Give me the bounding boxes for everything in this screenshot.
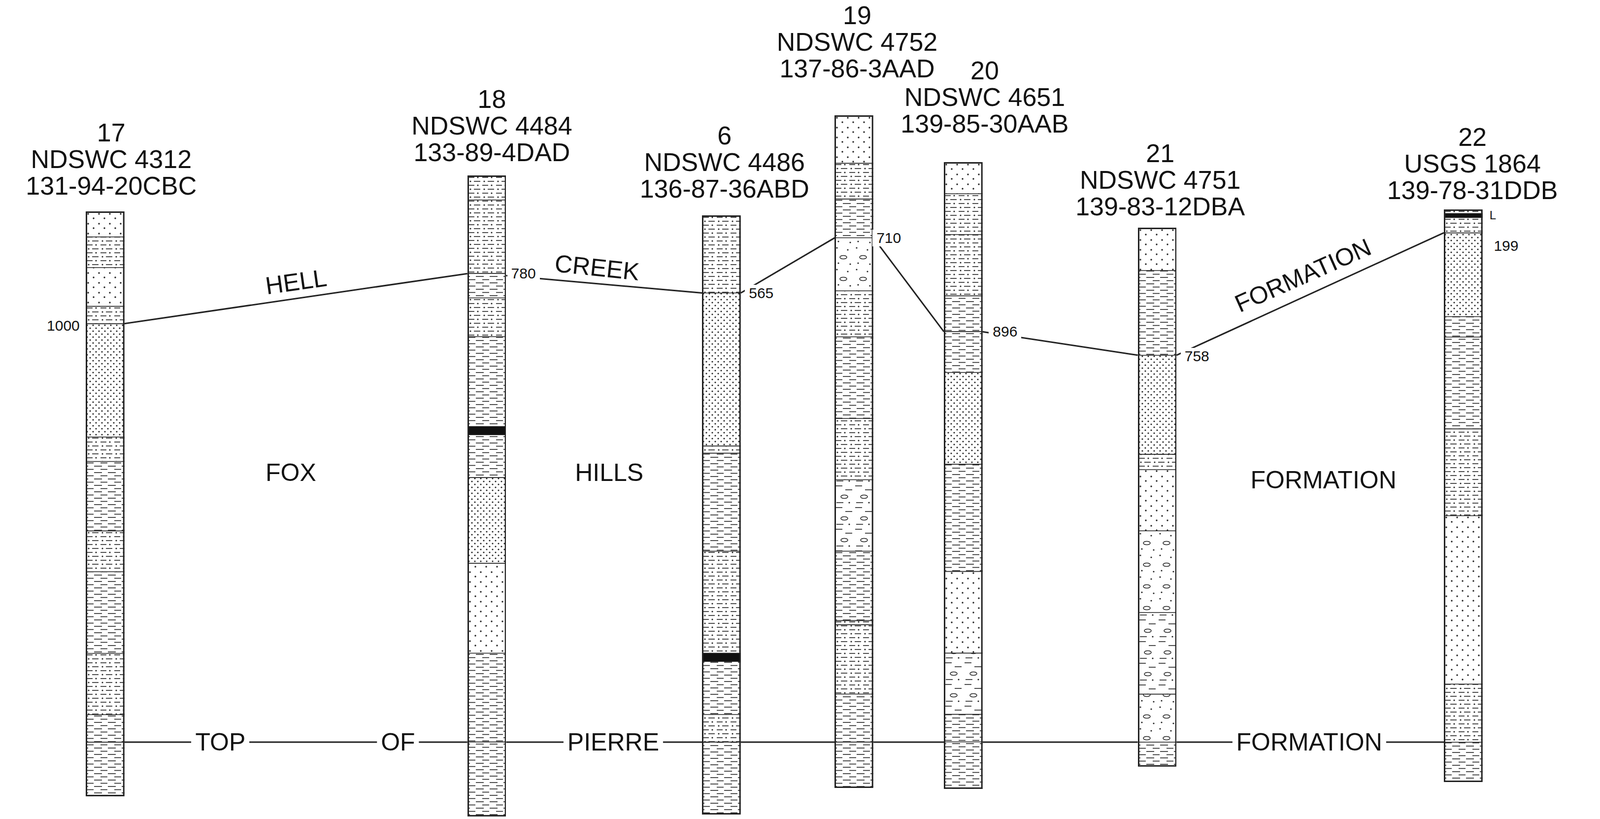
- lithology-log: [1443, 209, 1483, 782]
- depth-label: 199: [1489, 237, 1523, 255]
- well-number: 20: [900, 57, 1069, 84]
- well-id: NDSWC 4752: [776, 28, 938, 56]
- well-id: USGS 1864: [1387, 150, 1559, 177]
- well-log: 6NDSWC 4486136-87-36ABD: [639, 122, 810, 815]
- well-id: NDSWC 4312: [25, 145, 197, 173]
- formation-name: OF: [376, 728, 419, 756]
- well-id: NDSWC 4651: [900, 83, 1069, 111]
- depth-label: 758: [1180, 347, 1214, 365]
- well-number: 22: [1387, 123, 1559, 151]
- lithology-column: [943, 162, 983, 789]
- lithology-log: [834, 115, 874, 788]
- well-number: 6: [639, 122, 810, 149]
- well-id: NDSWC 4484: [411, 112, 573, 139]
- well-log: 17NDSWC 4312131-94-20CBC: [25, 119, 197, 797]
- well-id: NDSWC 4751: [1075, 166, 1245, 194]
- formation-name: FORMATION: [1231, 234, 1375, 317]
- well-header: 18NDSWC 4484133-89-4DAD: [411, 85, 573, 166]
- depth-label: 710: [872, 229, 905, 247]
- formation-name: TOP: [191, 728, 250, 756]
- depth-label: 780: [507, 265, 540, 282]
- well-location: 137-86-3AAD: [776, 55, 938, 82]
- lithology-column: [85, 211, 125, 797]
- formation-name: FORMATION: [1232, 728, 1387, 756]
- well-number: 21: [1075, 139, 1245, 167]
- well-header: 22USGS 1864139-78-31DDB: [1387, 123, 1559, 204]
- well-header: 6NDSWC 4486136-87-36ABD: [639, 122, 810, 202]
- formation-name: FORMATION: [1250, 467, 1397, 493]
- well-log: 22USGS 1864139-78-31DDB: [1387, 123, 1559, 782]
- lithology-log: [85, 211, 125, 797]
- correlation-line: [982, 740, 1138, 743]
- correlation-line: [873, 237, 944, 333]
- formation-name: CREEK: [553, 250, 641, 285]
- well-location: 133-89-4DAD: [411, 138, 573, 166]
- formation-name: HELL: [263, 265, 329, 299]
- well-location: 136-87-36ABD: [639, 175, 810, 202]
- lithology-log: [467, 175, 507, 817]
- correlation-line: [740, 740, 835, 743]
- well-number: 19: [776, 1, 938, 29]
- well-location: 131-94-20CBC: [25, 172, 197, 200]
- lithology-column: [1137, 227, 1177, 767]
- lithology-log: [943, 162, 983, 789]
- formation-name: PIERRE: [563, 728, 664, 756]
- well-log: 18NDSWC 4484133-89-4DAD: [411, 85, 573, 817]
- lithology-column: [467, 175, 507, 817]
- well-location: 139-83-12DBA: [1075, 193, 1245, 220]
- depth-label: 1000: [42, 317, 84, 334]
- formation-name: HILLS: [574, 460, 644, 485]
- well-location: 139-78-31DDB: [1387, 176, 1559, 204]
- well-number: 18: [411, 85, 573, 113]
- correlation-line: [873, 740, 944, 743]
- depth-label: 565: [744, 284, 778, 302]
- well-log: 20NDSWC 4651139-85-30AAB: [900, 57, 1069, 789]
- formation-name: FOX: [265, 460, 317, 485]
- well-log: 21NDSWC 4751139-83-12DBA: [1075, 139, 1245, 767]
- lithology-column: [834, 115, 874, 788]
- well-id: NDSWC 4486: [639, 148, 810, 176]
- bed-label: L: [1485, 208, 1500, 223]
- lithology-column: [701, 215, 741, 815]
- depth-label: 896: [988, 323, 1022, 340]
- lithology-log: [1137, 227, 1177, 767]
- lithology-log: [701, 215, 741, 815]
- correlation-line: [1176, 232, 1444, 356]
- well-number: 17: [25, 119, 197, 146]
- lithology-column: [1443, 209, 1483, 782]
- well-location: 139-85-30AAB: [900, 110, 1069, 137]
- well-header: 19NDSWC 4752137-86-3AAD: [776, 1, 938, 82]
- well-header: 20NDSWC 4651139-85-30AAB: [900, 57, 1069, 137]
- well-header: 17NDSWC 4312131-94-20CBC: [25, 119, 197, 200]
- well-header: 21NDSWC 4751139-83-12DBA: [1075, 139, 1245, 220]
